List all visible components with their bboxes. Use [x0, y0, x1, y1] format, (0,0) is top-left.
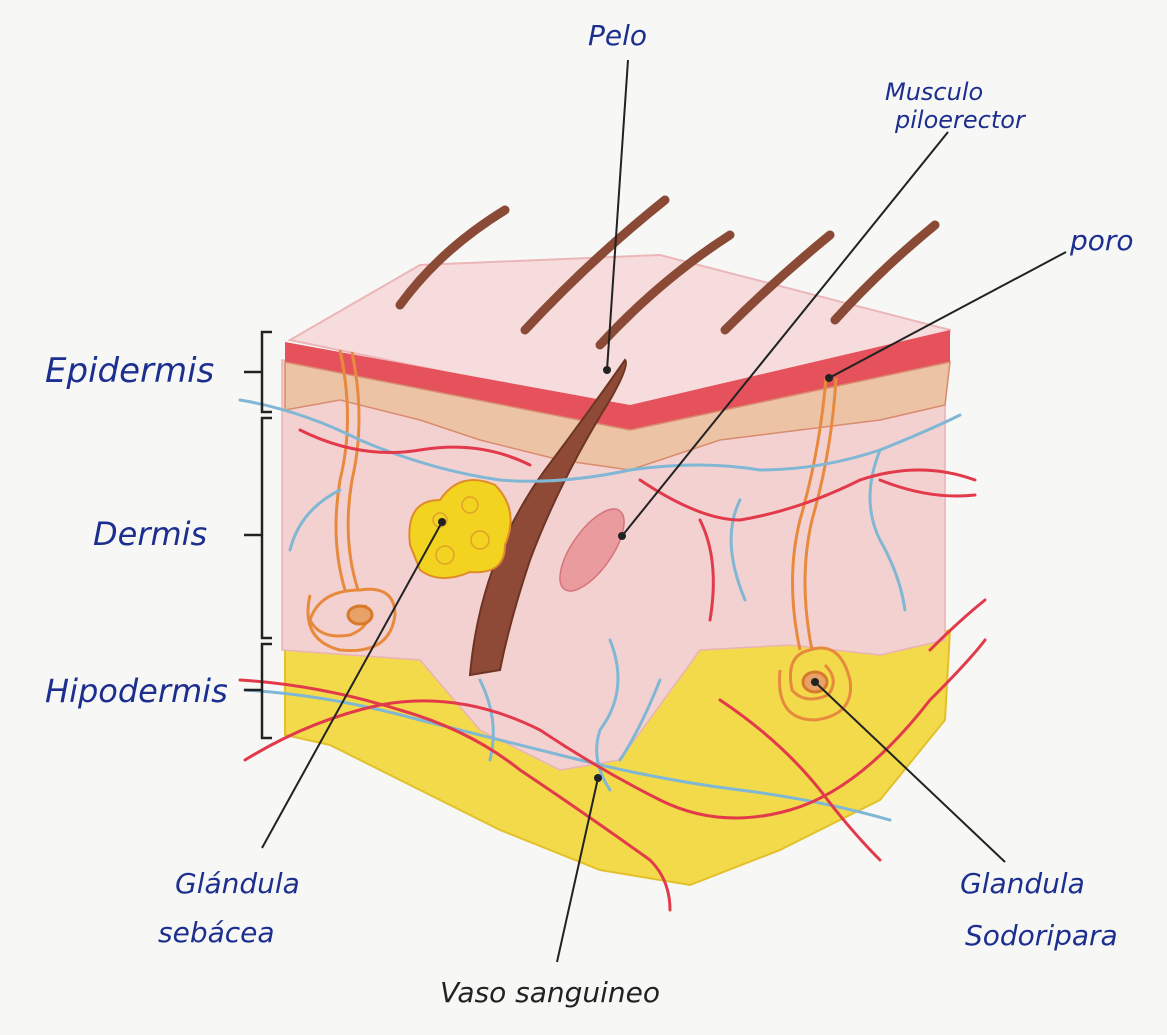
label-glandula-sebacea-line1: Glándula: [175, 867, 300, 900]
label-poro: poro: [1069, 224, 1134, 257]
label-glandula-sudoripara-line2: Sodoripara: [965, 919, 1118, 952]
layer-bracket: [244, 332, 272, 738]
label-dermis: Dermis: [93, 515, 207, 553]
label-hipodermis: Hipodermis: [45, 672, 228, 710]
label-pelo: Pelo: [588, 19, 647, 52]
label-glandula-sebacea-line2: sebácea: [158, 916, 275, 949]
label-vaso-sanguineo: Vaso sanguineo: [440, 976, 660, 1009]
label-musculo-line1: Musculo: [885, 78, 983, 106]
label-glandula-sudoripara-line1: Glandula: [960, 867, 1085, 900]
label-epidermis: Epidermis: [45, 351, 214, 391]
label-musculo-line2: piloerector: [894, 106, 1027, 134]
